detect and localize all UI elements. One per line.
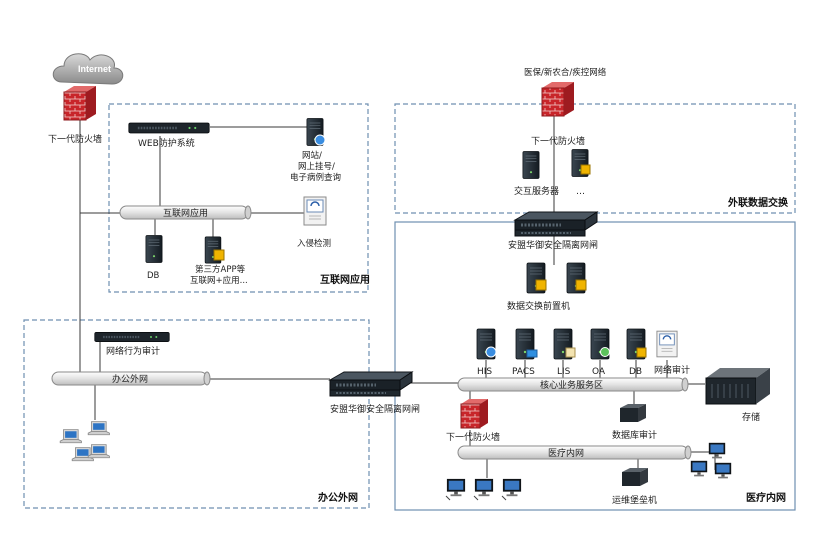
office-audit-label: 网络行为审计 [106, 345, 160, 357]
core-server-pacs-icon [515, 328, 538, 360]
zone-external-exchange-title: 外联数据交换 [727, 196, 789, 209]
exchange-server-icon-1 [522, 151, 540, 179]
core-server-lis-icon [553, 328, 576, 360]
internet-firewall-icon [63, 86, 96, 121]
third-party-label-1: 第三方APP等 [195, 264, 246, 275]
zone-internet-app-title: 互联网应用 [320, 273, 370, 286]
core-audit-label: 网络审计 [654, 364, 690, 376]
core-server-pacs-label: PACS [512, 367, 535, 377]
bus-internet-app-label: 互联网应用 [163, 207, 208, 219]
bastion-host-icon [622, 468, 648, 486]
web-server-label-3: 电子病例查询 [290, 172, 341, 183]
waf-device-icon [128, 121, 210, 135]
office-laptops-icon [59, 421, 110, 462]
db-server-icon [145, 235, 163, 263]
gateway-top-label: 安盟华御安全隔离网闸 [508, 239, 598, 251]
medical-firewall-icon [460, 399, 488, 429]
front-server-icon-1 [526, 262, 547, 294]
web-server-label-1: 网站/ [302, 150, 322, 161]
ids-label: 入侵检测 [297, 238, 331, 249]
db-audit-device-icon [620, 404, 646, 422]
gateway-mid-label: 安盟华御安全隔离网闸 [330, 403, 420, 415]
bus-office: 办公外网 [51, 371, 211, 386]
connection-lines [55, 98, 716, 478]
core-server-db-icon [626, 328, 647, 360]
bus-medical-label: 医疗内网 [548, 447, 584, 459]
gateway-mid-icon [328, 370, 414, 398]
external-network-label: 医保/新农合/疾控网络 [524, 67, 607, 78]
db-label: DB [147, 271, 160, 281]
bus-core-label: 核心业务服务区 [540, 379, 603, 391]
core-server-db-label: DB [629, 367, 642, 377]
third-party-server-icon [204, 236, 225, 264]
gateway-top-icon [513, 210, 599, 238]
internet-cloud-label: Internet [78, 64, 111, 74]
medical-firewall-label: 下一代防火墙 [446, 431, 500, 443]
exchange-servers-more: … [576, 187, 585, 197]
medical-workstations-right-icon [690, 442, 732, 479]
internet-firewall-label: 下一代防火墙 [48, 133, 102, 145]
bastion-label: 运维堡垒机 [612, 494, 657, 506]
third-party-label-2: 互联网+应用... [190, 275, 248, 286]
zone-medical [394, 221, 796, 511]
bus-internet-app: 互联网应用 [119, 205, 252, 220]
bus-office-label: 办公外网 [112, 373, 148, 385]
zone-office [23, 319, 370, 509]
zone-office-title: 办公外网 [318, 491, 358, 504]
zone-internet-app [108, 103, 369, 293]
exchange-servers-label: 交互服务器 [514, 185, 559, 197]
ids-device-icon [303, 196, 327, 226]
web-server-icon [306, 118, 326, 146]
core-server-oa-label: OA [592, 367, 606, 377]
waf-label: WEB防护系统 [138, 137, 195, 149]
zone-medical-title: 医疗内网 [746, 491, 786, 504]
storage-array-icon [705, 368, 770, 405]
web-server-label-2: 网上挂号/ [298, 161, 335, 172]
medical-workstations-left-icon [445, 478, 522, 501]
front-server-icon-2 [566, 262, 587, 294]
core-server-his-icon [476, 328, 497, 360]
exchange-server-icon-2 [571, 149, 591, 177]
external-firewall-label: 下一代防火墙 [531, 135, 585, 147]
internet-cloud-icon: Internet [52, 53, 124, 85]
core-server-lis-label: LIS [557, 367, 571, 377]
bus-core: 核心业务服务区 [457, 377, 689, 392]
core-audit-device-icon [656, 330, 678, 358]
db-audit-label: 数据库审计 [612, 429, 657, 441]
core-server-his-label: HIS [477, 367, 492, 377]
external-firewall-icon [541, 82, 574, 117]
storage-label: 存储 [742, 411, 760, 423]
bus-medical: 医疗内网 [457, 445, 692, 460]
zone-external-exchange [394, 103, 796, 214]
exchange-front-label: 数据交换前置机 [507, 300, 570, 312]
core-server-oa-icon [590, 328, 610, 360]
office-audit-device-icon [94, 331, 170, 343]
